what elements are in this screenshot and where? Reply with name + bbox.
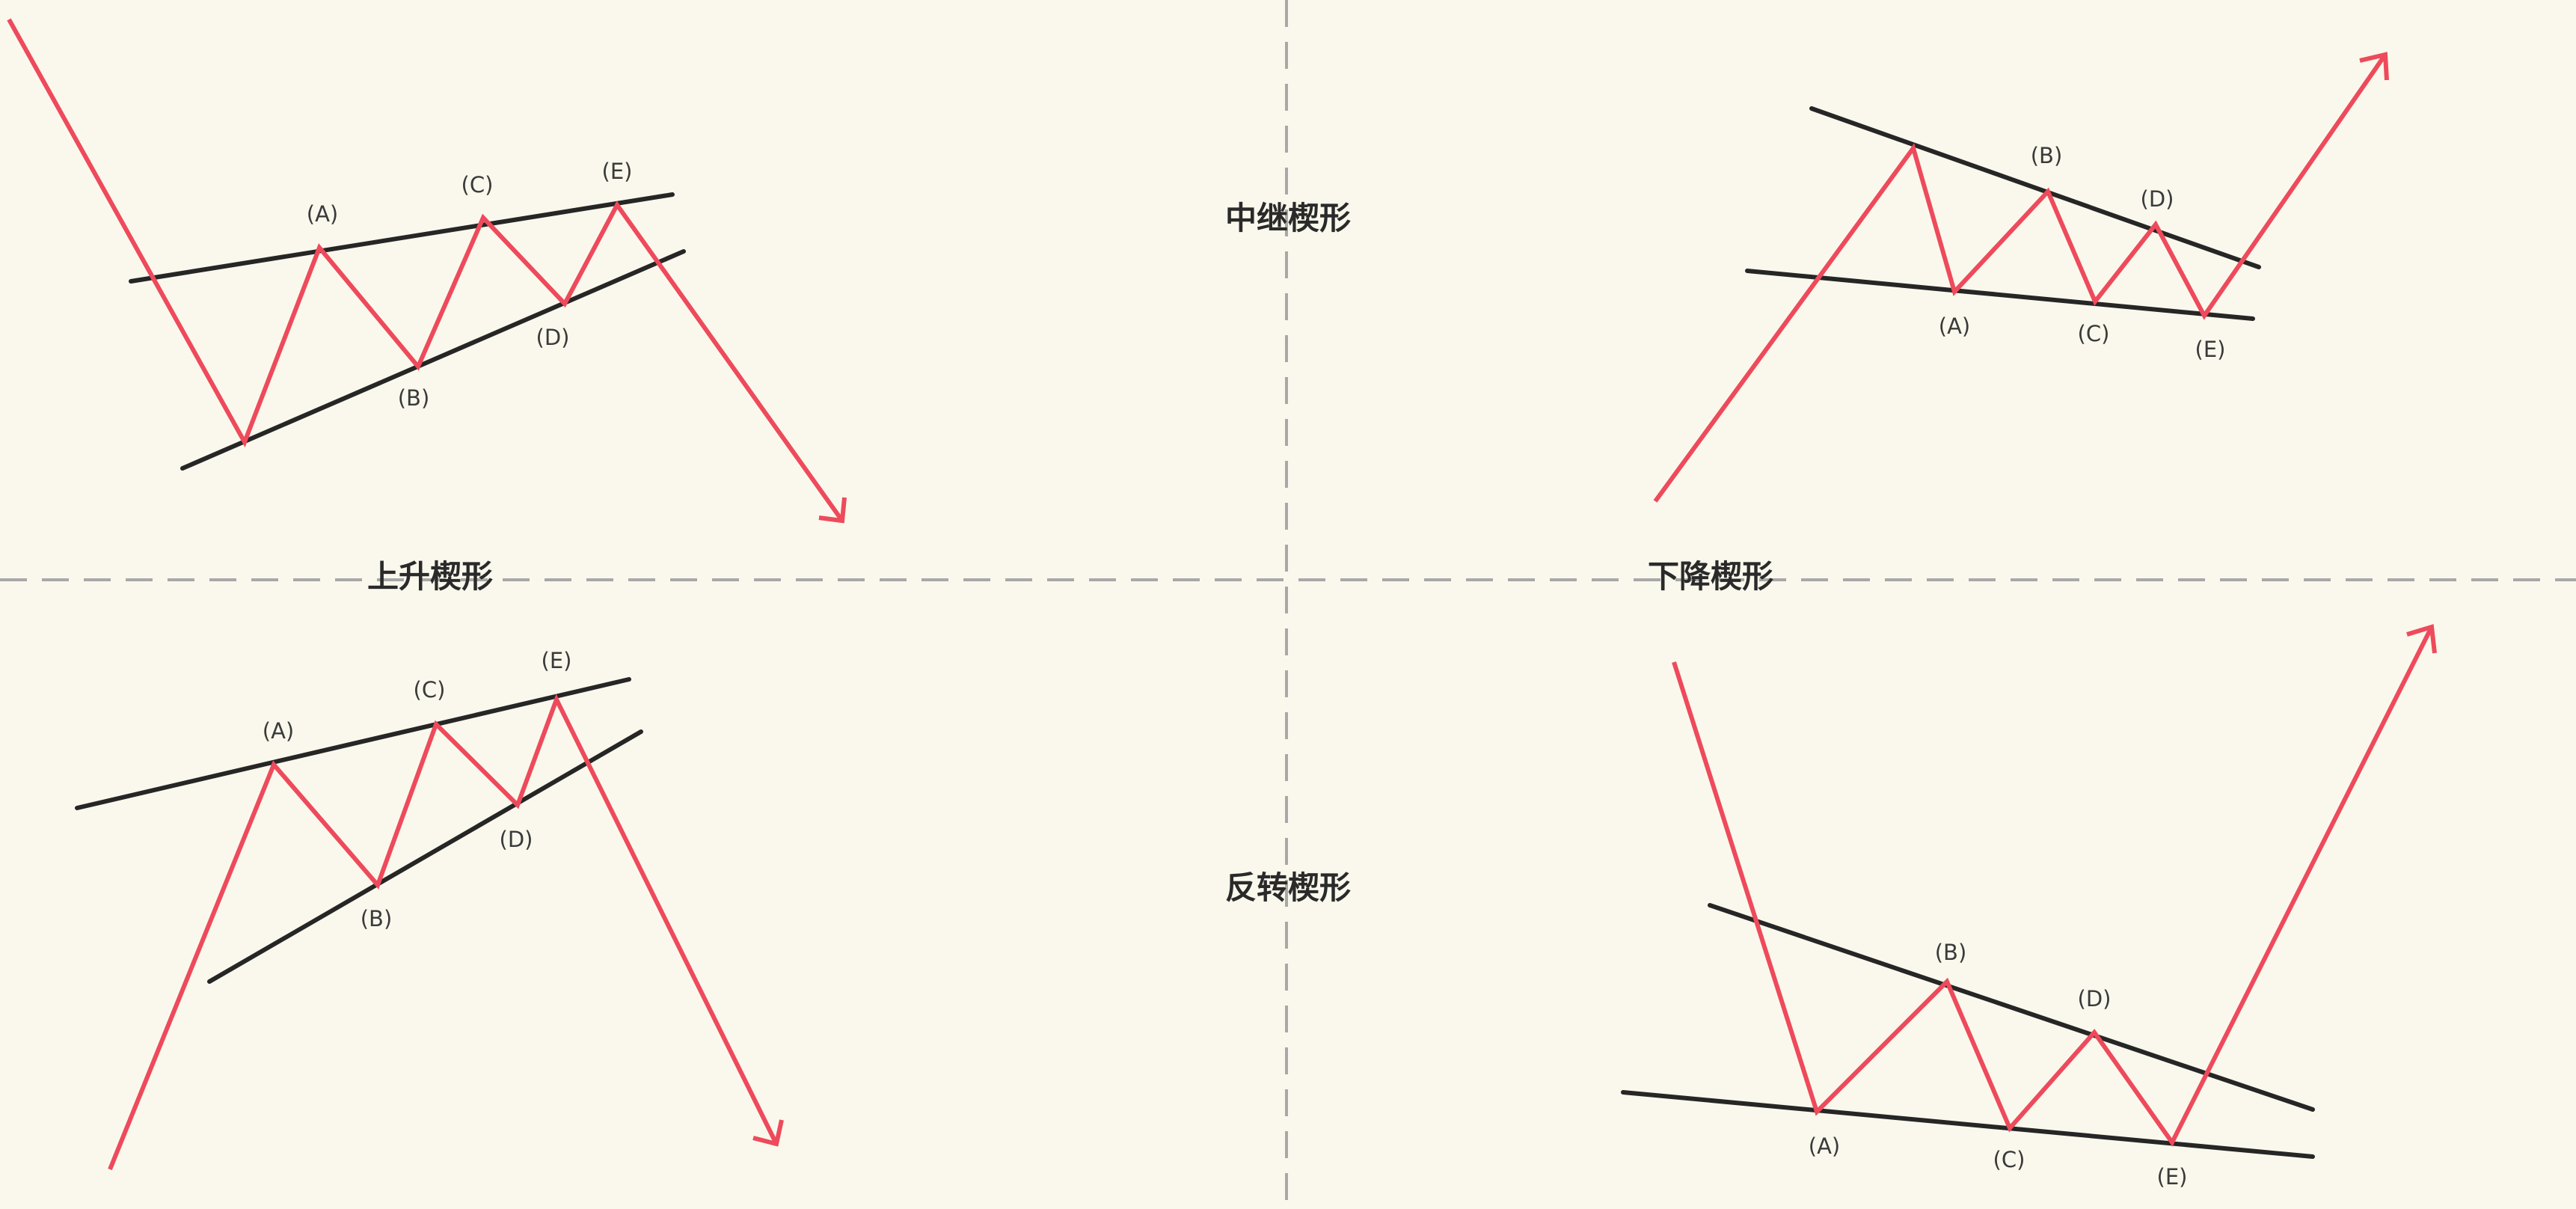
arrow-head xyxy=(752,1119,784,1147)
point-d-label: (D) xyxy=(2078,986,2112,1011)
lower-trendline xyxy=(1745,269,2255,321)
price-wave xyxy=(7,18,844,522)
title-falling-wedge: 下降楔形 xyxy=(1648,558,1773,595)
arrow-head xyxy=(2359,52,2389,81)
falling-wedge-bottom-right: (A) (B) (C) (D) (E) xyxy=(1621,624,2437,1190)
point-a-label: (A) xyxy=(1809,1133,1840,1159)
point-e-label: (E) xyxy=(2195,337,2226,362)
point-c-label: (C) xyxy=(2078,321,2110,346)
point-d-label: (D) xyxy=(536,325,570,350)
title-reversal-wedge: 反转楔形 xyxy=(1225,869,1351,906)
title-continuation-wedge: 中继楔形 xyxy=(1225,200,1351,236)
point-c-label: (C) xyxy=(414,677,446,703)
upper-trendline xyxy=(129,192,675,284)
point-b-label: (B) xyxy=(361,906,393,931)
point-a-label: (A) xyxy=(1939,313,1970,339)
price-wave xyxy=(108,694,779,1171)
price-wave xyxy=(1672,625,2434,1147)
point-b-label: (B) xyxy=(2031,143,2063,168)
lower-trendline xyxy=(207,729,643,984)
point-c-label: (C) xyxy=(461,172,494,198)
point-a-label: (A) xyxy=(263,718,294,744)
price-wave xyxy=(1653,53,2388,503)
point-d-label: (D) xyxy=(2141,186,2174,212)
lower-trendline xyxy=(180,249,686,471)
point-d-label: (D) xyxy=(500,827,533,852)
point-c-label: (C) xyxy=(1993,1147,2025,1172)
lower-trendline xyxy=(1621,1090,2315,1159)
point-e-label: (E) xyxy=(542,648,572,673)
point-a-label: (A) xyxy=(307,201,338,227)
title-rising-wedge: 上升楔形 xyxy=(367,558,493,595)
upper-trendline xyxy=(1809,106,2261,269)
upper-trendline xyxy=(75,677,631,810)
arrow-head xyxy=(2406,624,2437,654)
point-e-label: (E) xyxy=(602,159,633,184)
rising-wedge-bottom-left: (A) (B) (C) (D) (E) xyxy=(75,648,784,1171)
arrow-head xyxy=(818,497,847,524)
upper-trendline xyxy=(1708,903,2315,1112)
point-b-label: (B) xyxy=(1935,940,1967,965)
rising-wedge-top-left: (A) (B) (C) (D) (E) xyxy=(7,18,847,524)
point-e-label: (E) xyxy=(2157,1164,2188,1190)
point-b-label: (B) xyxy=(398,385,430,411)
falling-wedge-top-right: (A) (B) (C) (D) (E) xyxy=(1653,52,2389,503)
